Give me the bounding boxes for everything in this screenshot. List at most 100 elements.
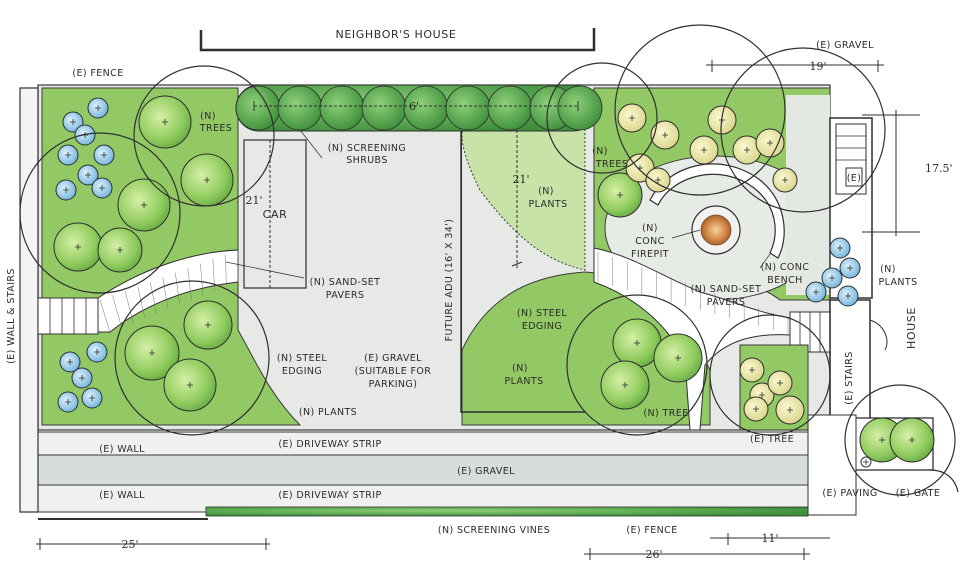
n-trees-right-label-2: TREES — [595, 159, 628, 170]
car-parking-spot — [243, 139, 307, 289]
firepit — [691, 205, 741, 255]
perennial — [739, 357, 765, 383]
hedge-blobs — [235, 85, 603, 131]
steel-edging-mid-label-1: (N) STEEL — [517, 308, 568, 319]
e-fence-top-label: (E) FENCE — [72, 68, 123, 79]
blue-plant — [71, 367, 93, 389]
tree-canopy-outlines — [19, 24, 956, 496]
steel-edging-mid-label-2: EDGING — [522, 321, 562, 332]
dim-21-left: 21' — [245, 194, 262, 207]
driveway-strip-label-1: (E) DRIVEWAY STRIP — [278, 439, 381, 450]
dim-17-5: 17.5' — [925, 162, 953, 175]
tree-canopy — [614, 24, 786, 196]
blue-plant — [59, 351, 81, 373]
n-plants-right-label-2: PLANTS — [878, 277, 917, 288]
perennial — [650, 120, 680, 150]
tree-canopy — [709, 314, 831, 436]
e-paving-label: (E) PAVING — [822, 488, 877, 499]
dimension-lines — [36, 60, 920, 560]
sand-set-pavers-right-label-1: (N) SAND-SET — [691, 284, 762, 295]
blue-plant — [93, 144, 115, 166]
blue-plant — [86, 341, 108, 363]
n-plants-right-label-1: (N) — [880, 264, 896, 275]
conc-bench-label-2: BENCH — [767, 275, 802, 286]
e-wall-label-1: (E) WALL — [99, 444, 145, 455]
dim-11: 11' — [761, 532, 778, 545]
e-gravel-strip-label: (E) GRAVEL — [457, 466, 515, 477]
n-plants-low-label-2: PLANTS — [504, 376, 543, 387]
steel-edging-left-label-1: (N) STEEL — [277, 353, 328, 364]
perennial — [755, 128, 785, 158]
paver-joint — [149, 281, 157, 314]
tree — [124, 325, 180, 381]
left-stairs — [37, 297, 99, 335]
n-trees-left-label-1: (N) — [200, 111, 216, 122]
paver-joint — [187, 268, 192, 301]
screening-shrubs-label-2: SHRUBS — [346, 155, 388, 166]
screening-vines-strip — [205, 506, 809, 517]
perennial — [767, 370, 793, 396]
shrub — [319, 85, 365, 131]
e-gravel-top-label: (E) GRAVEL — [816, 40, 874, 51]
perennial — [772, 167, 798, 193]
dim-19: 19' — [809, 60, 826, 73]
gravel-parking-label-3: PARKING) — [369, 379, 418, 390]
perennial — [617, 103, 647, 133]
tree — [97, 227, 143, 273]
blue-plant — [57, 391, 79, 413]
blue-plant — [55, 179, 77, 201]
middle-upper-plant-bed — [461, 119, 586, 271]
blue-plant — [87, 97, 109, 119]
shrub — [487, 85, 533, 131]
gravel-strip — [37, 454, 809, 486]
tree-canopy — [720, 47, 886, 213]
paver-joint — [200, 263, 204, 296]
paver-joint — [162, 277, 169, 310]
gravel-parking-label-2: (SUITABLE FOR — [355, 366, 432, 377]
blue-plant — [837, 285, 859, 307]
shrub — [557, 85, 603, 131]
n-plants-mid-label-2: PLANTS — [528, 199, 567, 210]
tree — [180, 153, 234, 207]
n-trees-left-label-2: TREES — [199, 123, 232, 134]
paver-joint — [124, 290, 134, 323]
tree — [597, 172, 643, 218]
tree — [138, 95, 192, 149]
house-label: HOUSE — [905, 307, 918, 349]
tree-canopy — [19, 132, 181, 294]
perennial — [743, 396, 769, 422]
paver-joint — [137, 286, 146, 319]
n-plants-left-label: (N) PLANTS — [299, 407, 357, 418]
conc-firepit-label-1: (N) — [642, 223, 658, 234]
paver-joint — [225, 254, 227, 287]
n-trees-right-label-1: (N) — [592, 146, 608, 157]
screening-vines-label: (N) SCREENING VINES — [438, 525, 550, 536]
neighbors-house-label: NEIGHBOR'S HOUSE — [336, 28, 457, 41]
steel-edging-left-label-2: EDGING — [282, 366, 322, 377]
concrete-bench — [649, 163, 785, 259]
e-paving-area — [807, 414, 857, 516]
conc-firepit-label-3: FIREPIT — [631, 249, 669, 260]
paver-joint-lines — [99, 250, 789, 334]
patio-right-gravel — [786, 95, 830, 295]
sand-set-pavers-right-label-2: PAVERS — [707, 297, 746, 308]
e-wall-label-2: (E) WALL — [99, 490, 145, 501]
blue-plant — [821, 267, 843, 289]
leader-lines — [225, 129, 771, 279]
blue-plant — [829, 237, 851, 259]
paver-joint — [112, 295, 122, 328]
blue-plant — [91, 177, 113, 199]
paver-joint — [99, 299, 111, 333]
sand-set-pavers-left-label-2: PAVERS — [326, 290, 365, 301]
blue-plant — [805, 281, 827, 303]
e-stairs-label: (E) STAIRS — [844, 351, 855, 404]
blue-plant — [839, 257, 861, 279]
tree — [163, 358, 217, 412]
tree — [600, 360, 650, 410]
tree-canopy — [566, 294, 708, 436]
e-tree-label: (E) TREE — [750, 434, 794, 445]
screening-shrubs-label-1: (N) SCREENING — [328, 143, 406, 154]
blue-plant — [81, 387, 103, 409]
left-wall — [19, 87, 39, 513]
sand-set-pavers-left-label-1: (N) SAND-SET — [310, 277, 381, 288]
